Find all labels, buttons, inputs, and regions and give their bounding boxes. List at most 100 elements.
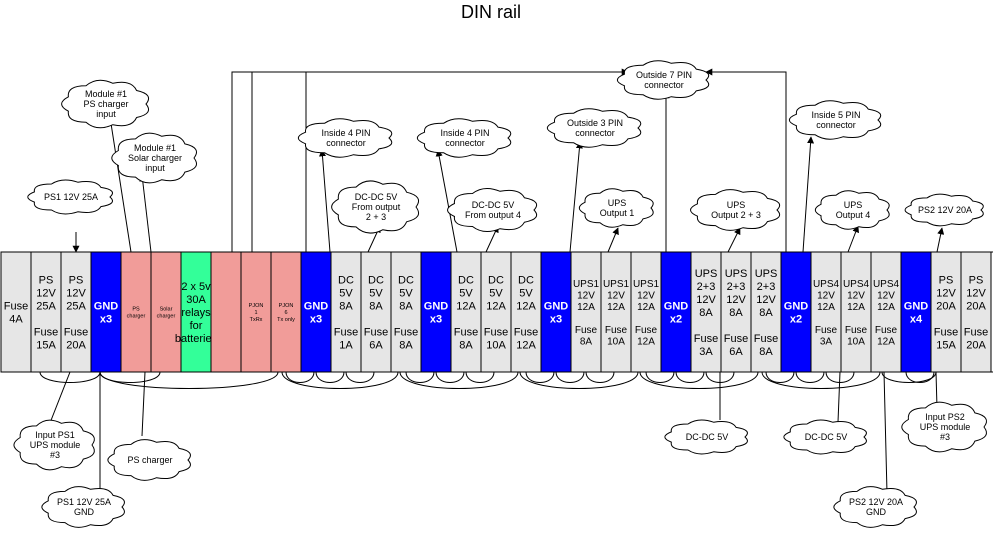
module-label: 6A bbox=[369, 339, 383, 351]
module-label: 12A bbox=[877, 336, 895, 347]
connector-line bbox=[435, 149, 458, 253]
connector-line bbox=[569, 141, 583, 253]
callout-text: Module #1 bbox=[85, 89, 127, 99]
connector-line bbox=[47, 371, 71, 429]
module-label: 12V bbox=[66, 287, 86, 299]
module-label: x4 bbox=[910, 313, 923, 325]
callout-text: UPS module bbox=[30, 440, 81, 450]
jumper-loop bbox=[99, 371, 279, 389]
module-label: UPS bbox=[725, 268, 748, 280]
module-label: 8A bbox=[759, 307, 773, 319]
module-label: GND bbox=[904, 300, 929, 312]
module-label: UPS bbox=[695, 268, 718, 280]
connector-line bbox=[319, 149, 331, 253]
module-label: 1 bbox=[254, 310, 257, 316]
module-label: charger bbox=[157, 313, 176, 319]
callout-text: connector bbox=[326, 138, 366, 148]
callout-ps-charger: PS charger bbox=[107, 439, 191, 481]
module-label: 6 bbox=[284, 310, 287, 316]
jumper-loop bbox=[435, 371, 465, 383]
module-label: x2 bbox=[790, 313, 802, 325]
module-label: 5V bbox=[369, 287, 383, 299]
module-label: 12A bbox=[516, 339, 536, 351]
module-label: 5V bbox=[519, 287, 533, 299]
module-label: PJON bbox=[249, 303, 264, 309]
callout-text: UPS module bbox=[920, 422, 971, 432]
callout-text: Inside 4 PIN bbox=[321, 128, 370, 138]
module-label: 12V bbox=[726, 294, 746, 306]
module-label: 15A bbox=[936, 339, 956, 351]
module-label: 2 x 5v bbox=[181, 281, 211, 293]
module-label: 10A bbox=[486, 339, 506, 351]
module-label: 8A bbox=[729, 307, 743, 319]
module-label: 12A bbox=[516, 300, 536, 312]
module-label: 25A bbox=[36, 300, 56, 312]
connector-line bbox=[883, 371, 888, 494]
jumper-loop bbox=[315, 371, 345, 383]
module-label: x3 bbox=[550, 313, 562, 325]
module-label: Fuse bbox=[815, 325, 838, 336]
callout-text: DC-DC 5V bbox=[686, 432, 729, 442]
module-label: 8A bbox=[580, 336, 593, 347]
jumper-loop bbox=[585, 371, 615, 383]
module-label: DC bbox=[368, 274, 384, 286]
jumper-loop bbox=[99, 371, 161, 383]
module-label: TxRx bbox=[250, 317, 263, 323]
module-label: x3 bbox=[310, 313, 322, 325]
jumper-loop bbox=[795, 371, 825, 383]
module-label: 20A bbox=[66, 339, 86, 351]
module-label: Fuse bbox=[4, 300, 28, 312]
bus-line-top bbox=[231, 68, 629, 252]
jumper-loop bbox=[765, 371, 795, 383]
callout-text: PS charger bbox=[83, 99, 128, 109]
callout-dcdc-bot1: DC-DC 5V bbox=[664, 419, 748, 455]
module-label: GND bbox=[304, 300, 329, 312]
callout-text: PS1 12V 25A bbox=[44, 192, 98, 202]
module-label: Solar bbox=[160, 306, 173, 312]
module-label: 12A bbox=[637, 336, 655, 347]
module-label: 12V bbox=[637, 290, 655, 301]
callout-text: Output 4 bbox=[836, 210, 871, 220]
connector-line bbox=[802, 136, 815, 253]
module-label: DC bbox=[398, 274, 414, 286]
module-label: 10A bbox=[607, 336, 625, 347]
jumper-loop bbox=[519, 371, 639, 389]
module-label: 12V bbox=[696, 294, 716, 306]
callout-ps2-12v: PS2 12V 20A bbox=[904, 193, 984, 227]
jumper-loop bbox=[525, 371, 555, 383]
callout-text: From output bbox=[352, 202, 401, 212]
jumper-loop bbox=[399, 371, 519, 389]
module-label: 8A bbox=[459, 339, 473, 351]
module-label: Fuse bbox=[724, 333, 748, 345]
module-label: GND bbox=[664, 300, 689, 312]
callout-text: Output 2 + 3 bbox=[711, 210, 761, 220]
callout-dcdc-bot2: DC-DC 5V bbox=[783, 419, 867, 455]
jumper-loop bbox=[705, 371, 735, 383]
callout-text: #3 bbox=[50, 450, 60, 460]
module-label: UPS1 bbox=[603, 279, 630, 290]
module-label: 12V bbox=[577, 290, 595, 301]
module-label: 8A bbox=[339, 300, 353, 312]
module-label: DC bbox=[488, 274, 504, 286]
